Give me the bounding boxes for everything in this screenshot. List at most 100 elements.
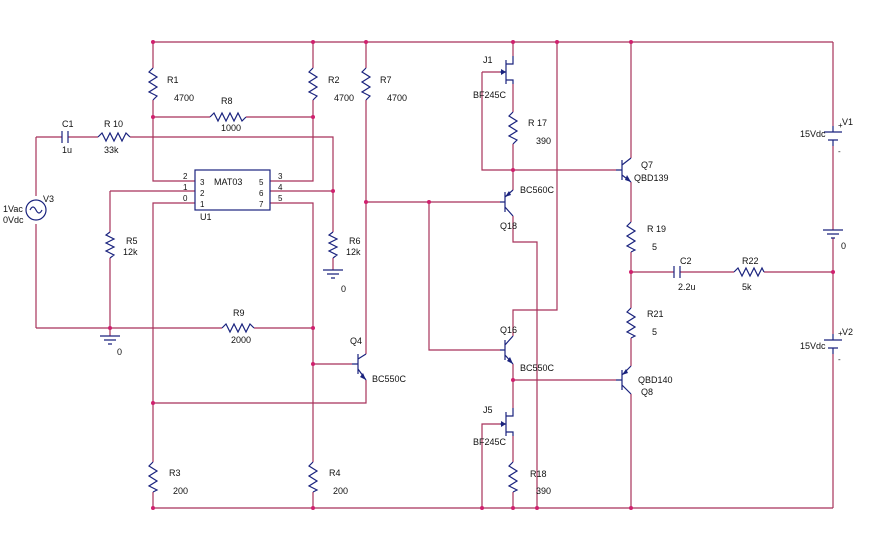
transistor-Q7-ref: Q7 [641, 160, 653, 170]
resistor-R6-ref: R6 [349, 236, 361, 246]
capacitor-C1-value: 1u [62, 145, 72, 155]
transistor-Q8-model: QBD140 [638, 375, 673, 385]
junction-dots [108, 40, 835, 510]
resistor-R17: R 17 390 [507, 111, 551, 146]
resistor-R17-value: 390 [536, 136, 551, 146]
resistor-R1-value: 4700 [174, 93, 194, 103]
jfet-J1: J1 BF245C [473, 55, 514, 100]
resistor-R17-ref: R 17 [528, 118, 547, 128]
source-V1-value: 15Vdc [800, 129, 826, 139]
jfet-J5-ref: J5 [483, 405, 493, 415]
resistor-R6: R6 12k [327, 231, 361, 259]
transistor-Q18-ref: Q18 [500, 221, 517, 231]
transistor-Q8: QBD140 Q8 [616, 365, 673, 397]
resistor-R9: R9 2000 [221, 308, 255, 345]
ic-pin-outer-left-3: 0 [183, 194, 188, 203]
resistor-R22-value: 5k [742, 282, 752, 292]
ic-pin-inner-right-1: 5 [259, 178, 264, 187]
resistor-R19-value: 5 [652, 242, 657, 252]
capacitor-C2: C2 2.2u [673, 256, 696, 292]
transistor-Q18: BC560C Q18 [500, 185, 555, 231]
jfet-J5-model: BF245C [473, 437, 507, 447]
source-V3: V3 1Vac 0Vdc [3, 194, 54, 225]
ground-label-3: 0 [841, 241, 846, 251]
transistor-Q4-ref: Q4 [350, 336, 362, 346]
source-V3-ref: V3 [43, 194, 54, 204]
ic-pin-inner-left-1: 3 [200, 178, 205, 187]
resistor-R21: R21 5 [625, 307, 664, 339]
transistor-Q16-model: BC550C [520, 363, 555, 373]
ic-pin-outer-left-1: 2 [183, 172, 188, 181]
transistor-Q16-ref: Q16 [500, 325, 517, 335]
capacitor-C1-ref: C1 [62, 119, 74, 129]
ground-symbol-2: 0 [323, 269, 346, 294]
resistor-R8: R8 1000 [209, 96, 247, 133]
resistor-R7-value: 4700 [387, 93, 407, 103]
svg-text:+: + [838, 329, 843, 338]
ic-pin-inner-left-3: 1 [200, 200, 205, 209]
resistor-R4-ref: R4 [329, 468, 341, 478]
ic-pin-outer-left-2: 1 [183, 183, 188, 192]
resistor-R22-ref: R22 [742, 256, 759, 266]
source-V2-ref: V2 [842, 327, 853, 337]
ground-symbol-3: 0 [823, 229, 846, 251]
resistor-R10-ref: R 10 [104, 119, 123, 129]
resistor-R9-value: 2000 [231, 335, 251, 345]
resistor-R8-ref: R8 [221, 96, 233, 106]
wires [35, 41, 834, 509]
resistor-R10-value: 33k [104, 145, 119, 155]
ground-label-2: 0 [341, 284, 346, 294]
ground-label-1: 0 [117, 347, 122, 357]
resistor-R9-ref: R9 [233, 308, 245, 318]
resistor-R2-value: 4700 [334, 93, 354, 103]
source-V1-ref: V1 [842, 117, 853, 127]
resistor-R18-value: 390 [536, 486, 551, 496]
resistor-R5-value: 12k [123, 247, 138, 257]
source-V3-dc: 0Vdc [3, 215, 24, 225]
resistor-R2-ref: R2 [328, 75, 340, 85]
resistor-R8-value: 1000 [221, 123, 241, 133]
ic-pin-outer-right-3: 5 [278, 194, 283, 203]
transistor-Q18-model: BC560C [520, 185, 555, 195]
resistor-R19-ref: R 19 [647, 224, 666, 234]
resistor-R6-value: 12k [346, 247, 361, 257]
svg-text:-: - [838, 355, 841, 364]
resistor-R4-value: 200 [333, 486, 348, 496]
capacitor-C2-value: 2.2u [678, 282, 696, 292]
ic-pin-inner-left-2: 2 [200, 189, 205, 198]
source-V2: + - V2 15Vdc [800, 327, 853, 364]
ic-pin-outer-right-2: 4 [278, 183, 283, 192]
svg-text:-: - [838, 147, 841, 156]
resistor-R7: R7 4700 [360, 67, 407, 103]
ic-U1-ref: U1 [200, 212, 212, 222]
resistor-R19: R 19 5 [625, 221, 666, 253]
transistor-Q16: Q16 BC550C [500, 325, 555, 373]
jfet-J1-model: BF245C [473, 90, 507, 100]
jfet-J1-ref: J1 [483, 55, 493, 65]
ic-U1: MAT03 U1 3 2 1 5 6 7 2 1 0 3 4 5 [183, 169, 283, 222]
capacitor-C2-ref: C2 [680, 256, 692, 266]
transistor-Q4-model: BC550C [372, 374, 407, 384]
resistor-R18-ref: R18 [530, 469, 547, 479]
resistor-R3-value: 200 [173, 486, 188, 496]
ic-pin-inner-right-2: 6 [259, 189, 264, 198]
source-V1: + - V1 15Vdc [800, 117, 853, 156]
capacitor-C1: C1 1u [61, 119, 74, 155]
resistor-R4: R4 200 [307, 461, 348, 496]
resistor-R21-value: 5 [652, 327, 657, 337]
source-V2-value: 15Vdc [800, 341, 826, 351]
resistor-R7-ref: R7 [380, 75, 392, 85]
resistor-R18: R18 390 [507, 461, 551, 496]
resistor-R5-ref: R5 [126, 236, 138, 246]
jfet-J5: J5 BF245C [473, 405, 514, 447]
resistor-R10: R 10 33k [97, 119, 131, 155]
transistor-Q7: Q7 QBD139 [616, 157, 669, 183]
resistor-R2: R2 4700 [307, 67, 354, 103]
resistor-R3-ref: R3 [169, 468, 181, 478]
resistor-R1: R1 4700 [147, 67, 194, 103]
ic-U1-model: MAT03 [214, 177, 242, 187]
svg-text:+: + [838, 121, 843, 130]
resistor-R21-ref: R21 [647, 309, 664, 319]
resistor-R5: R5 12k [104, 231, 138, 259]
